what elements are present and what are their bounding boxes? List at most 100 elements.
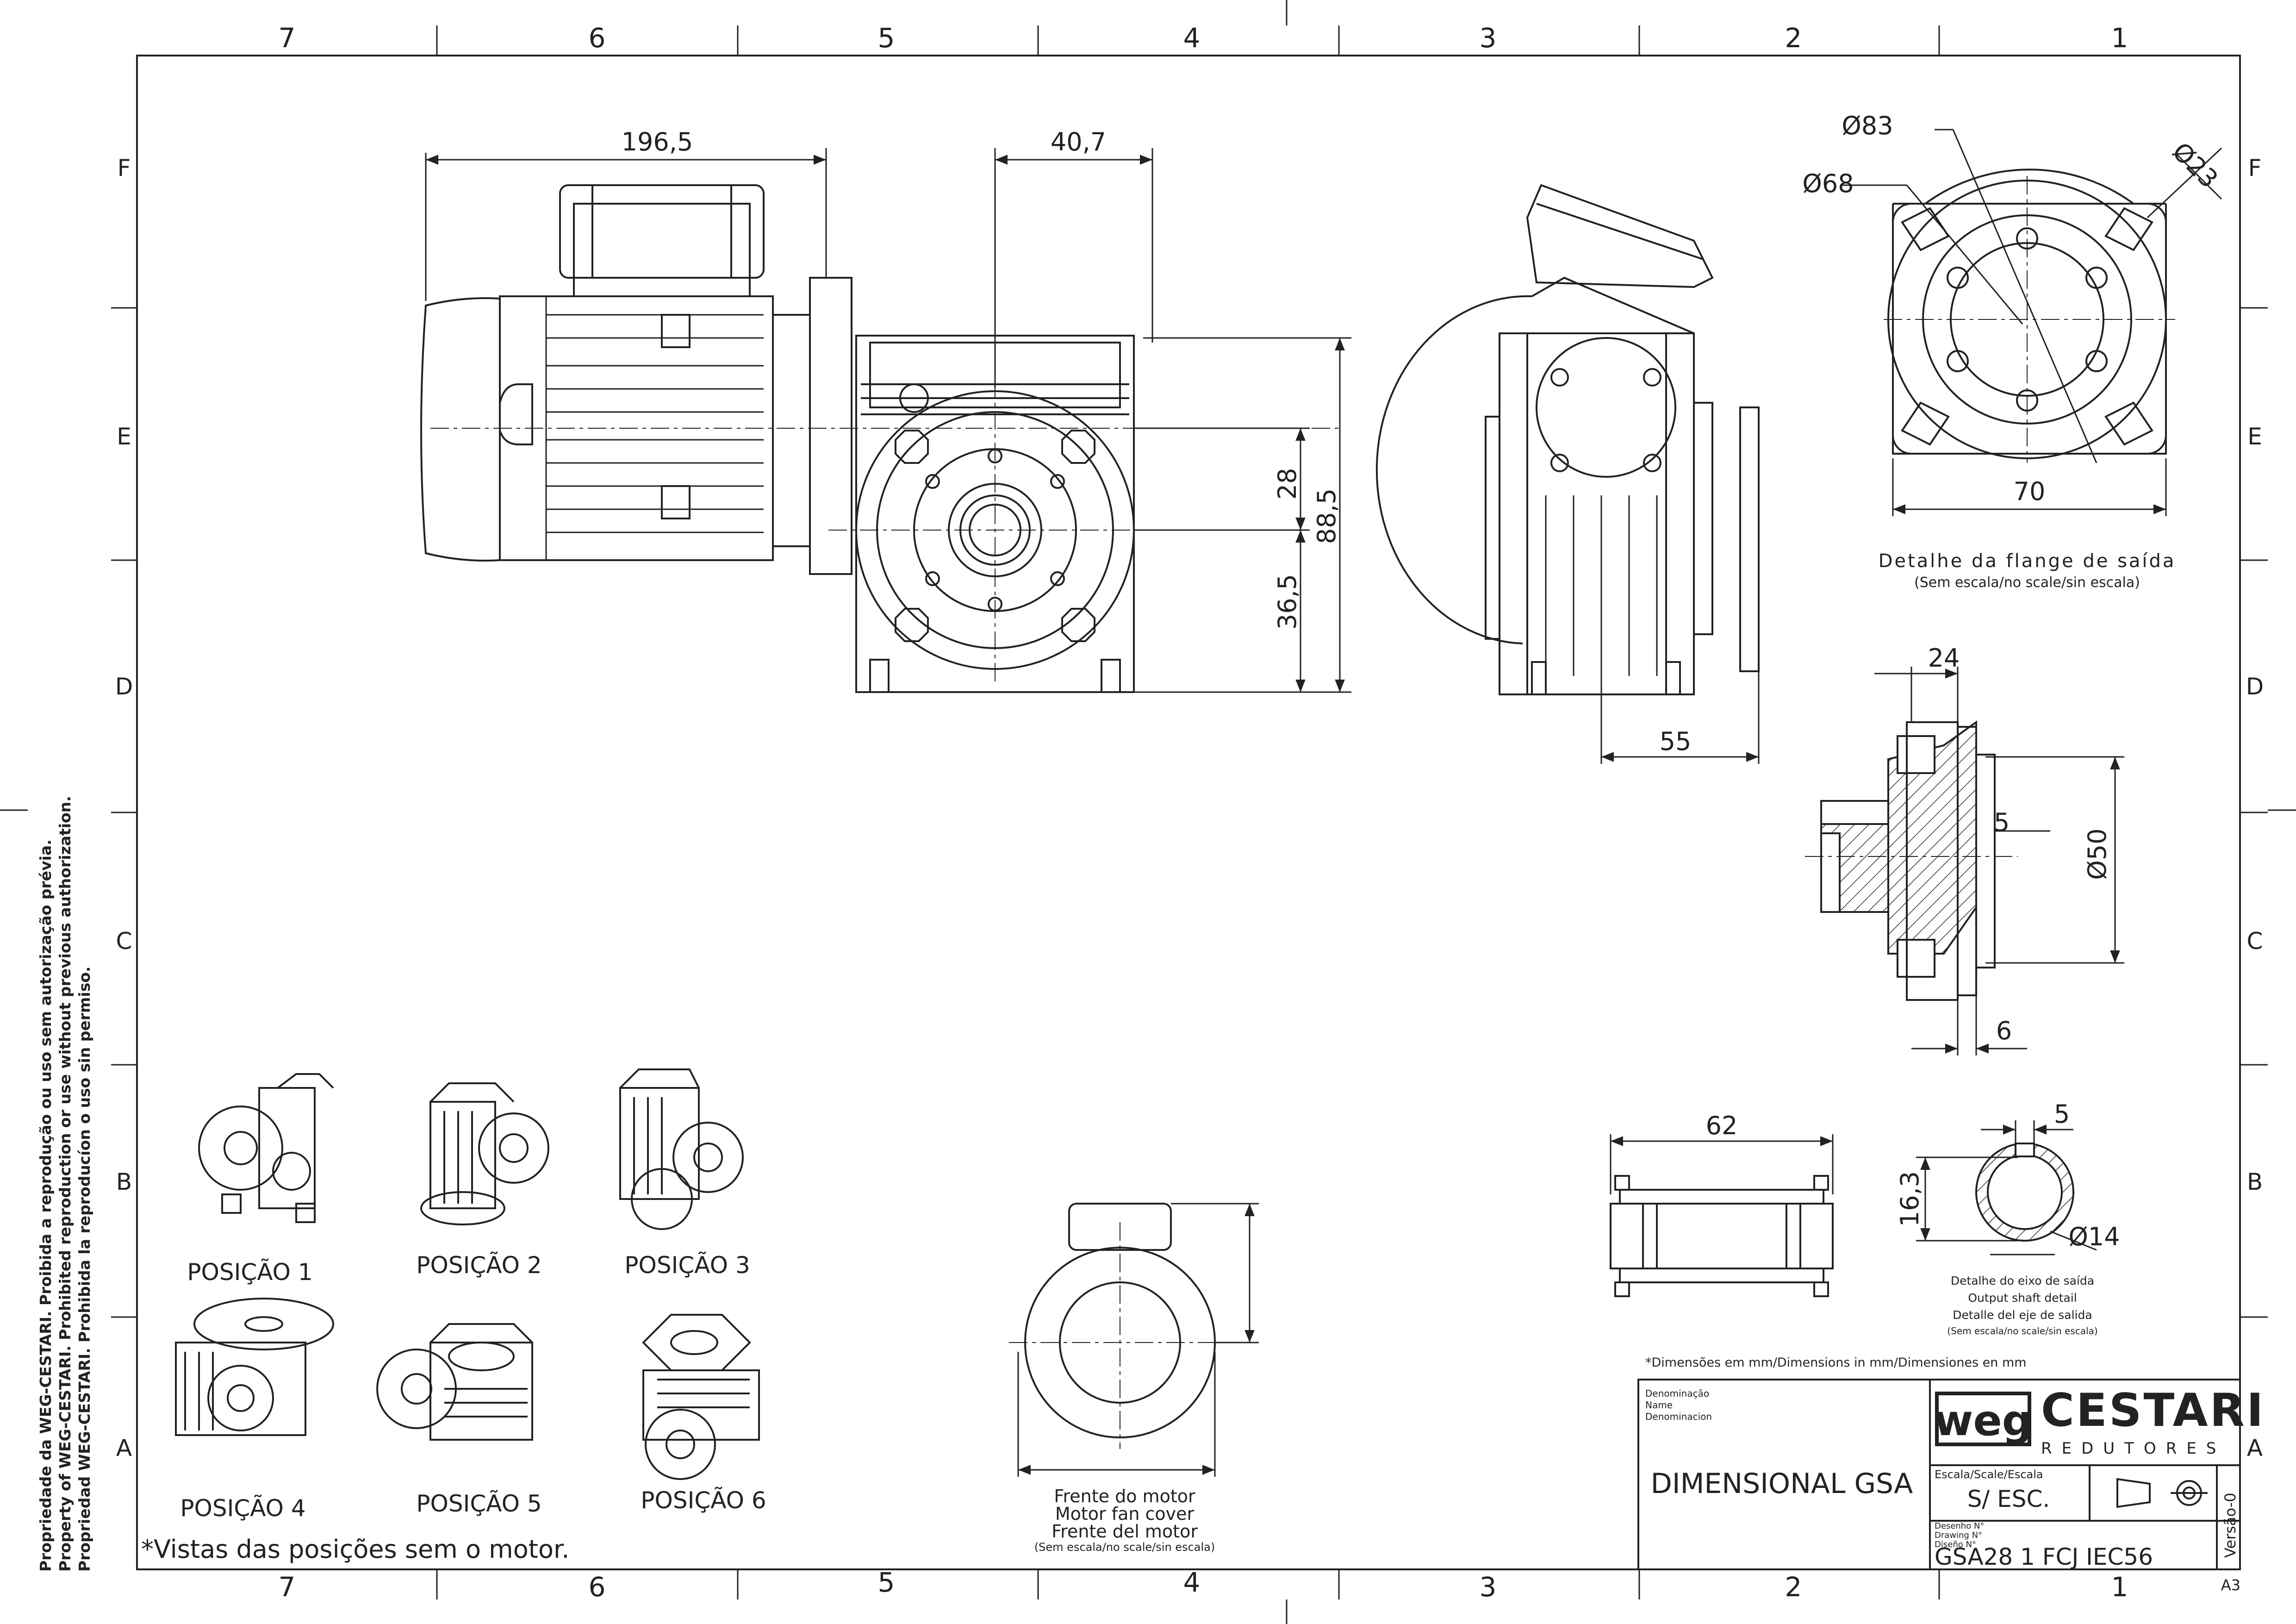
dim-label: 6	[1996, 1016, 2012, 1045]
positions-note: *Vistas das posições sem o motor.	[141, 1535, 569, 1564]
cestari-subtitle: REDUTORES	[2041, 1439, 2226, 1458]
dim-label: 55	[1660, 727, 1692, 756]
row-labels-left: F E D C B A	[115, 155, 133, 1462]
flange-detail	[1884, 169, 2175, 463]
dim-label: 16,3	[1895, 1171, 1924, 1227]
motor-front-caption: Frente do motor Motor fan cover Frente d…	[1034, 1486, 1215, 1554]
shaft-dimensions	[1916, 1120, 2097, 1255]
shaft-caption: (Sem escala/no scale/sin escala)	[1947, 1325, 2097, 1337]
dim-label: 28	[1273, 468, 1302, 500]
main-assembly-view	[420, 184, 1342, 693]
position-label: POSIÇÃO 5	[416, 1490, 541, 1517]
motor-caption: (Sem escala/no scale/sin escala)	[1034, 1541, 1215, 1554]
col-label: 5	[878, 1567, 895, 1598]
row-labels-right: F E D C B A	[2246, 155, 2264, 1462]
flange-dimensions	[1842, 129, 2222, 516]
drawing-label: Diseño N°	[1935, 1540, 1976, 1549]
shaft-caption: Output shaft detail	[1968, 1291, 2077, 1305]
column-labels-bottom: 7 6 5 4 3 2 1	[279, 1567, 2128, 1603]
col-label: 3	[1480, 1571, 1497, 1603]
position-2-sketch	[420, 1082, 549, 1225]
row-label: D	[115, 673, 133, 700]
col-label: 7	[279, 22, 296, 54]
side-view-dimension	[1600, 671, 1760, 764]
column-labels-top: 7 6 5 4 3 2 1	[279, 22, 2128, 54]
drawing-label: Drawing N°	[1935, 1530, 1982, 1540]
main-view-dimensions	[425, 148, 1351, 693]
cestari-logo: CESTARI	[2041, 1384, 2265, 1437]
flange-dim-labels: Ø83 Ø68 Ø23 70 Detalhe da flange de saíd…	[1802, 111, 2223, 591]
shaft-caption: Detalhe do eixo de saída	[1951, 1274, 2094, 1287]
bottom-view-dimension	[1610, 1134, 1834, 1194]
scale-label: Escala/Scale/Escala	[1935, 1468, 2043, 1481]
position-labels: POSIÇÃO 1 POSIÇÃO 2 POSIÇÃO 3 POSIÇÃO 4 …	[180, 1252, 766, 1522]
copyright-line: Propriedad WEG-CESTARI. Prohibida la rep…	[75, 966, 93, 1572]
row-label: C	[116, 928, 132, 955]
dim-label: 40,7	[1051, 127, 1106, 156]
position-4-sketch	[175, 1298, 334, 1436]
position-6-sketch	[642, 1314, 760, 1480]
dim-label: 24	[1928, 643, 1960, 673]
dim-label: 88,5	[1312, 488, 1341, 544]
col-label: 5	[878, 22, 895, 54]
position-label: POSIÇÃO 6	[641, 1487, 766, 1514]
position-1-sketch	[198, 1073, 334, 1223]
row-label: C	[2247, 928, 2263, 955]
position-label: POSIÇÃO 1	[187, 1259, 312, 1286]
drawing-label: Desenho N°	[1935, 1521, 1984, 1531]
col-label: 6	[589, 1571, 606, 1603]
version-label: Versão-0	[2221, 1493, 2239, 1558]
main-view-dim-labels: 196,5 40,7 28 88,5 36,5	[622, 127, 1341, 630]
copyright-line: Property of WEG-CESTARI. Prohibited repr…	[56, 796, 74, 1572]
drawing-number: GSA28 1 FCJ IEC56	[1935, 1543, 2153, 1570]
bottom-view	[1610, 1175, 1834, 1297]
side-view	[1375, 184, 1760, 695]
dim-label: 196,5	[622, 127, 693, 156]
row-label: F	[118, 155, 131, 181]
weg-logo: weg	[1934, 1392, 2033, 1446]
dim-label: 70	[2014, 477, 2046, 506]
dim-label: Ø23	[2166, 137, 2223, 194]
row-label: A	[116, 1435, 132, 1462]
scale-value: S/ ESC.	[1967, 1486, 2050, 1512]
weg-logo-text: weg	[1934, 1396, 2032, 1445]
motor-caption: Frente do motor	[1054, 1486, 1195, 1506]
shaft-caption: Detalle del eje de salida	[1953, 1308, 2092, 1322]
dim-label: Ø50	[2083, 828, 2112, 880]
motor-front-dims	[1017, 1203, 1259, 1477]
flange-detail-subtitle: (Sem escala/no scale/sin escala)	[1914, 575, 2140, 591]
shaft-labels: 5 16,3 Ø14 Detalhe do eixo de saída Outp…	[1895, 1099, 2120, 1337]
col-label: 3	[1480, 22, 1497, 54]
copyright-line: Propriedade da WEG-CESTARI. Proibida a r…	[37, 839, 55, 1572]
output-section-view	[1805, 720, 2018, 1001]
title-block-text: CESTARI REDUTORES Denominação Name Denom…	[1645, 1384, 2265, 1594]
col-label: 1	[2111, 22, 2128, 54]
dim-label: 5	[1994, 808, 2010, 837]
position-views	[175, 1068, 760, 1480]
col-label: 1	[2111, 1571, 2128, 1603]
position-5-sketch	[376, 1323, 533, 1441]
col-label: 2	[1785, 22, 1802, 54]
col-label: 7	[279, 1571, 296, 1603]
row-label: F	[2248, 155, 2262, 181]
section-dimensions	[1874, 667, 2124, 1056]
row-label: D	[2246, 673, 2264, 700]
name-label: Name	[1645, 1399, 1673, 1411]
drawing-name: DIMENSIONAL GSA	[1651, 1468, 1913, 1500]
motor-caption: Motor fan cover	[1055, 1504, 1195, 1524]
dim-label: 5	[2054, 1099, 2070, 1129]
shaft-detail	[1975, 1143, 2074, 1242]
row-label: B	[116, 1168, 132, 1195]
name-label: Denominação	[1645, 1388, 1709, 1399]
title-block	[1637, 1379, 2241, 1570]
position-label: POSIÇÃO 2	[416, 1252, 541, 1279]
position-label: POSIÇÃO 3	[624, 1252, 750, 1279]
dim-label: 62	[1706, 1111, 1738, 1140]
dim-label: 36,5	[1273, 574, 1302, 630]
motor-front-view	[1009, 1203, 1231, 1449]
row-label: E	[117, 423, 131, 450]
section-dim-labels: 24 5 Ø50 6	[1928, 643, 2112, 1045]
sheet-size: A3	[2221, 1576, 2240, 1594]
